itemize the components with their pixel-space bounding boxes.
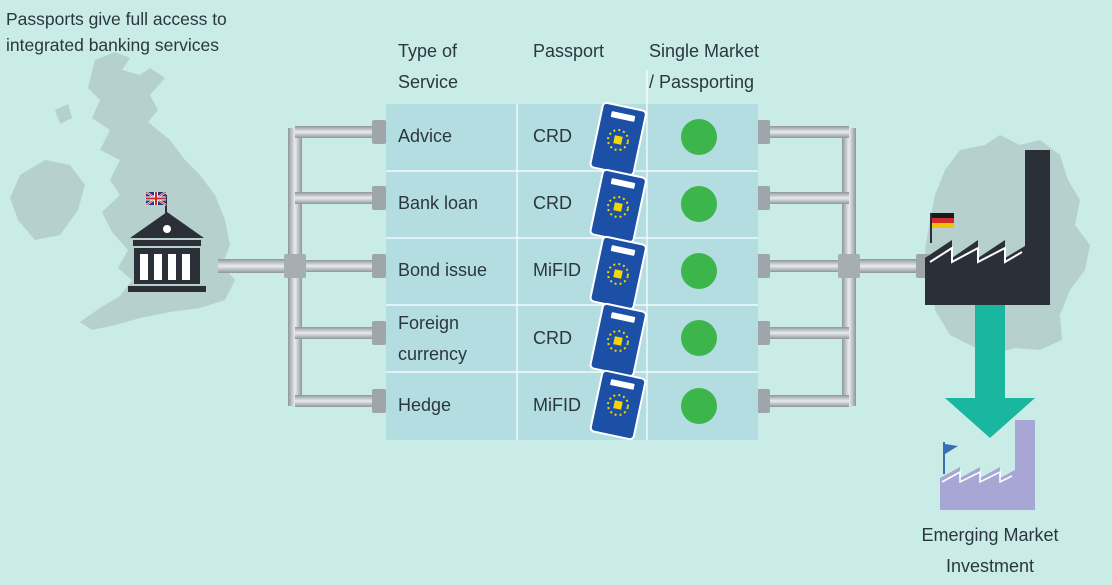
row-2-green-dot-icon <box>681 186 717 222</box>
bank-building-icon <box>128 191 206 292</box>
emerging-market-line-1: Emerging Market <box>921 525 1059 545</box>
down-arrow-icon <box>945 305 1035 438</box>
right-pipes <box>756 120 930 413</box>
row-4-passport: CRD <box>533 328 572 348</box>
header-passport: Passport <box>533 41 605 61</box>
header-service-line-1: Type of <box>398 41 458 61</box>
left-pipes <box>218 120 386 413</box>
caption-line-1: Passports give full access to <box>6 9 227 29</box>
row-3-passport: MiFID <box>533 260 581 280</box>
header-service-line-2: Service <box>398 72 459 92</box>
row-4-service-line-2: currency <box>398 344 468 364</box>
germany-flag-icon <box>930 213 954 243</box>
header-single-market-line-1: Single Market <box>649 41 760 61</box>
header-single-market: Single Market / Passporting <box>649 36 759 98</box>
factory-icon <box>925 150 1050 305</box>
row-4-service: Foreign currency <box>398 308 467 370</box>
row-3-service: Bond issue <box>398 260 488 280</box>
row-1-passport: CRD <box>533 126 572 146</box>
row-5-passport: MiFID <box>533 395 581 415</box>
row-5-green-dot-icon <box>681 388 717 424</box>
row-2-passport: CRD <box>533 193 572 213</box>
uk-flag-icon <box>145 191 167 206</box>
row-4-green-dot-icon <box>681 320 717 356</box>
emerging-market-label: Emerging Market Investment <box>915 520 1065 582</box>
row-4-service-line-1: Foreign <box>398 313 460 333</box>
passport-doc-5 <box>589 369 647 441</box>
diagram-caption: Passports give full access to integrated… <box>6 6 306 58</box>
emerging-factory-icon <box>940 420 1035 510</box>
row-2-service: Bank loan <box>398 193 479 213</box>
row-1-service: Advice <box>398 126 453 146</box>
row-5-service: Hedge <box>398 395 452 415</box>
passport-doc-2 <box>589 168 647 244</box>
header-service: Type of Service <box>398 36 458 98</box>
caption-line-2: integrated banking services <box>6 35 220 55</box>
row-1-green-dot-icon <box>681 119 717 155</box>
row-3-green-dot-icon <box>681 253 717 289</box>
passport-doc-1 <box>589 101 647 177</box>
header-single-market-line-2: / Passporting <box>649 72 755 92</box>
emerging-market-line-2: Investment <box>945 556 1035 576</box>
